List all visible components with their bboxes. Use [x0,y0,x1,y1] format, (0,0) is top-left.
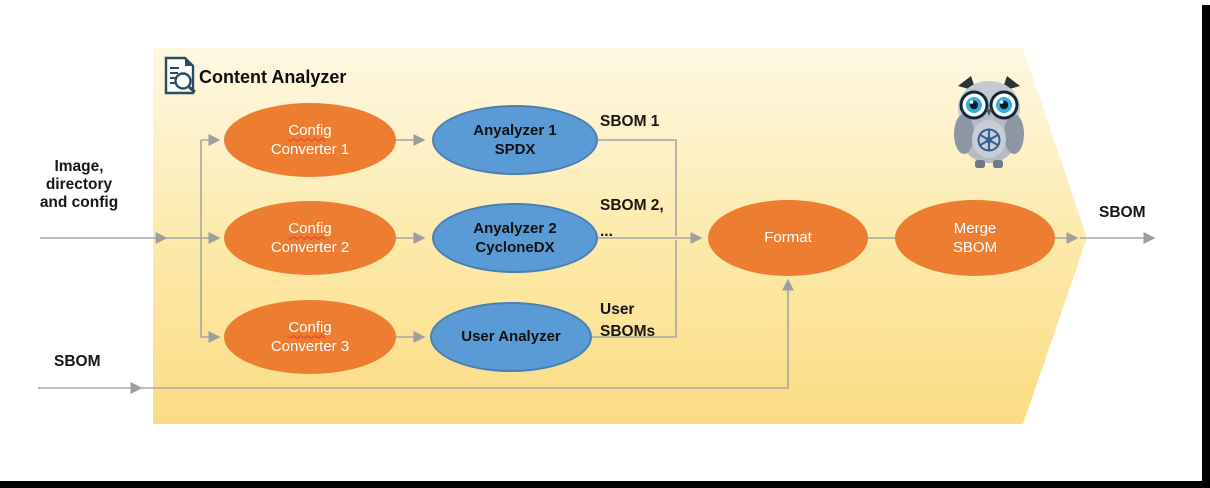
format-node: Format [708,200,868,276]
user-analyzer-node: User Analyzer [430,302,592,372]
sbom-1-label: SBOM 1 [600,113,660,130]
analyzer-1-spdx-node: Anyalyzer 1 SPDX [432,105,598,175]
config-converter-2-label-line1: Config [288,219,332,237]
config-converter-3-label-line1: Config [288,318,332,336]
config-converter-1-label-line2: Converter 1 [270,141,350,158]
input-label-sbom: SBOM [54,353,101,370]
config-converter-1-label-line1: Config [288,121,332,139]
analyzer-2-cyclonedx-node: Anyalyzer 2 CycloneDX [432,203,598,273]
config-converter-2-node: Config Converter 2 [224,201,396,275]
config-converter-1-node: Config Converter 1 [224,103,396,177]
slide-frame-right-border [1202,5,1210,488]
output-sbom-label: SBOM [1099,204,1146,221]
owl-mascot-icon [954,76,1024,168]
sbom-2-label: SBOM 2, ... [600,197,664,241]
analyzer-1-label-line2: SPDX [494,141,536,158]
slide-frame-bottom-border [0,481,1210,488]
merge-sbom-label-line2: SBOM [952,239,998,256]
document-search-icon [164,56,196,95]
merge-sbom-label-line1: Merge [953,219,997,237]
format-label: Format [764,229,812,247]
user-sboms-label: User SBOMs [600,301,656,341]
page-title: Content Analyzer [199,67,347,87]
config-converter-2-label-line2: Converter 2 [270,239,350,256]
analyzer-2-label-line1: Anyalyzer 2 [473,219,557,237]
analyzer-1-label-line1: Anyalyzer 1 [473,121,557,139]
user-analyzer-label: User Analyzer [461,328,561,346]
config-converter-3-node: Config Converter 3 [224,300,396,374]
config-converter-3-label-line2: Converter 3 [270,338,350,355]
analyzer-2-label-line2: CycloneDX [475,239,555,256]
input-label-image-directory-config: Image, directory and config [39,158,119,211]
merge-sbom-node: Merge SBOM [895,200,1055,276]
